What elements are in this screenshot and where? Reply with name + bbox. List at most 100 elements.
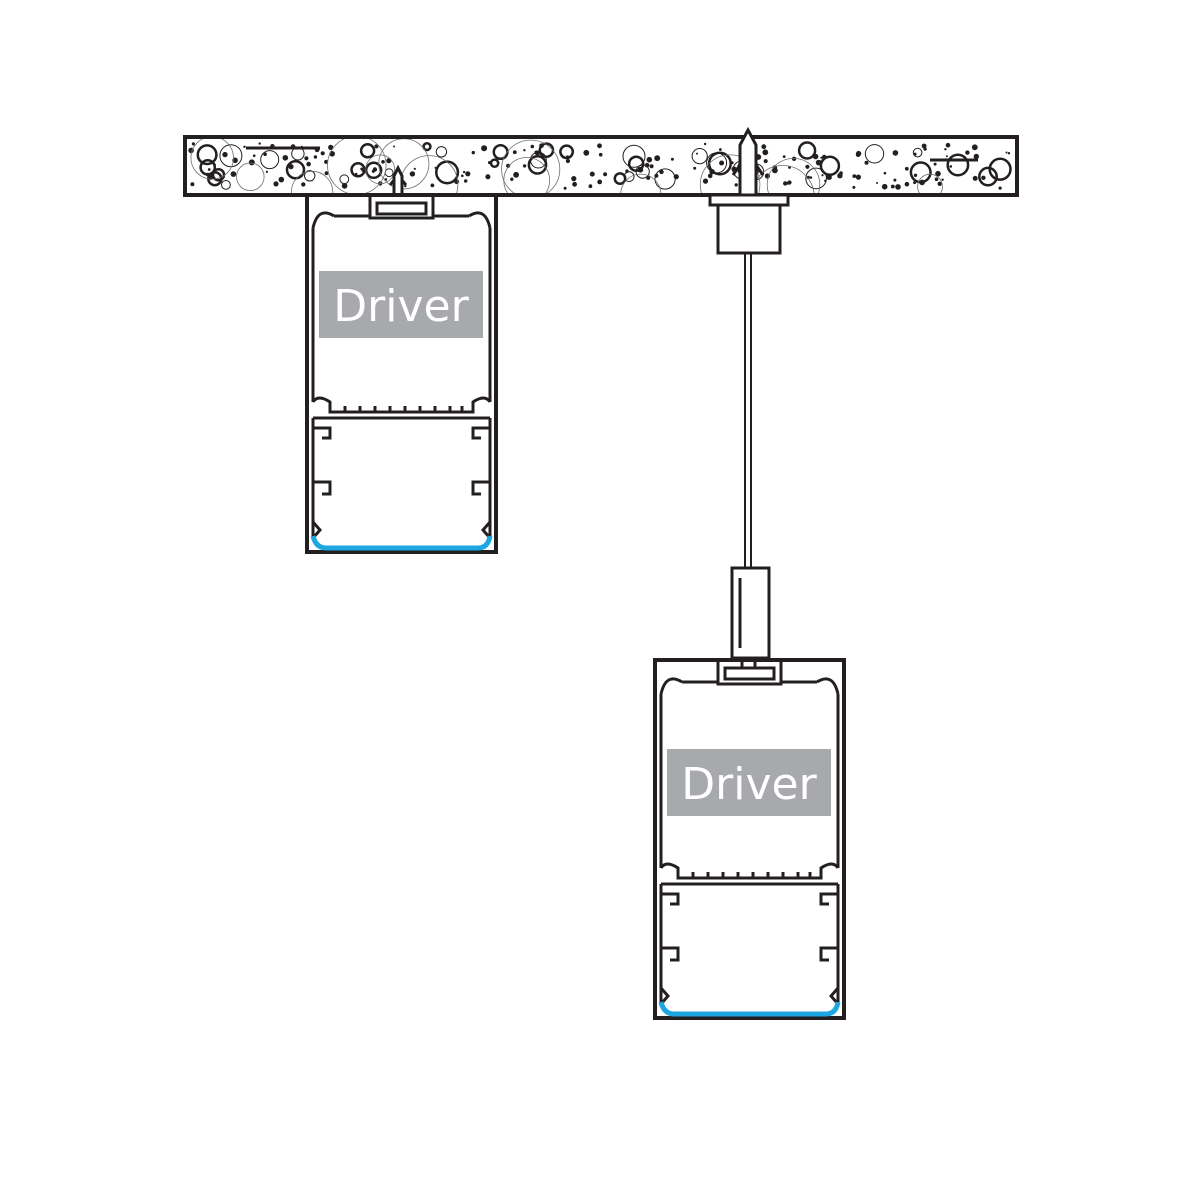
aggregate-dot xyxy=(945,142,951,148)
aggregate-dot xyxy=(762,149,769,156)
aggregate-dot xyxy=(530,144,535,149)
aggregate-dot xyxy=(481,145,488,152)
aggregate-dot xyxy=(998,186,1002,190)
aggregate-ring xyxy=(559,144,575,160)
aggregate-dot xyxy=(786,181,790,185)
aggregate-dot xyxy=(782,155,786,159)
aggregate-ring xyxy=(422,141,432,152)
aggregate-dot xyxy=(485,174,491,180)
aggregate-dot xyxy=(282,155,289,161)
aggregate-dot xyxy=(981,175,986,180)
aggregate-dot xyxy=(852,185,856,189)
aggregate-dot xyxy=(921,143,927,149)
aggregate-ring xyxy=(489,158,500,169)
aggregate-dot xyxy=(945,155,948,158)
aggregate-dot xyxy=(513,171,519,178)
aggregate-dot xyxy=(941,178,944,181)
aggregate-dot xyxy=(935,170,941,177)
aggregate-dot xyxy=(937,181,942,186)
aggregate-ring xyxy=(691,148,708,165)
aggregate-dot xyxy=(207,168,211,171)
aggregate-dot xyxy=(805,164,810,169)
aggregate-dot xyxy=(565,158,571,164)
ceiling-canopy xyxy=(708,193,790,255)
aggregate-dot xyxy=(702,178,709,184)
aggregate-ring xyxy=(219,144,243,168)
aggregate-ring xyxy=(909,161,932,184)
aggregate-dot xyxy=(471,150,475,155)
aggregate-dot xyxy=(248,159,255,166)
aggregate-dot xyxy=(893,178,897,182)
aggregate-dot xyxy=(933,162,937,166)
ceiling-anchor xyxy=(388,164,408,195)
aggregate-dot xyxy=(972,175,978,181)
aggregate-ring xyxy=(339,174,350,185)
aggregate-dot xyxy=(809,176,813,179)
aggregate-dot xyxy=(892,150,899,156)
aggregate-ring xyxy=(912,147,923,158)
aggregate-ring xyxy=(304,170,316,182)
aggregate-dot xyxy=(949,165,953,168)
driver-box: Driver xyxy=(319,271,483,338)
aggregate-dot xyxy=(191,142,195,146)
aggregate-ring xyxy=(221,180,231,190)
aggregate-dot xyxy=(324,171,329,176)
aggregate-dot xyxy=(341,183,348,189)
aggregate-dot xyxy=(409,171,416,177)
aggregate-bubble xyxy=(236,162,265,192)
aggregate-dot xyxy=(696,152,698,155)
aggregate-dot xyxy=(461,174,464,178)
aggregate-dot xyxy=(430,183,435,188)
aggregate-dot xyxy=(386,158,392,164)
aggregate-dot xyxy=(313,155,318,159)
aggregate-dot xyxy=(465,171,471,177)
aggregate-dot xyxy=(230,171,237,177)
aggregate-ring xyxy=(797,141,817,160)
aggregate-dot xyxy=(589,171,595,177)
aggregate-ring xyxy=(946,153,970,177)
aggregate-dot xyxy=(883,171,887,175)
aggregate-dot xyxy=(763,159,768,164)
aggregate-dot xyxy=(864,160,869,165)
aggregate-dot xyxy=(278,176,285,183)
aggregate-dot xyxy=(654,155,661,162)
aggregate-dot xyxy=(588,184,593,189)
aggregate-dot xyxy=(306,161,311,167)
aggregate-ring xyxy=(864,144,885,164)
aggregate-dot xyxy=(788,166,791,169)
aggregate-ring xyxy=(613,172,627,186)
aggregate-dot xyxy=(761,144,767,150)
aggregate-dot xyxy=(265,170,268,173)
aggregate-ring xyxy=(622,144,646,168)
aggregate-dot xyxy=(523,149,526,152)
aggregate-dot xyxy=(772,167,778,174)
aggregate-ring xyxy=(211,167,226,182)
aggregate-dot xyxy=(252,154,256,157)
aggregate-ring xyxy=(988,157,1012,181)
aggregate-bubble xyxy=(501,139,561,193)
aggregate-ring xyxy=(654,168,676,190)
ceiling-anchor xyxy=(731,126,765,195)
aggregate-dot xyxy=(764,173,771,179)
aggregate-bubble xyxy=(327,139,387,193)
wire-gripper xyxy=(730,566,771,670)
aggregate-dot xyxy=(571,176,577,182)
aggregate-dot xyxy=(649,164,654,169)
aggregate-dot xyxy=(646,156,653,163)
aggregate-dot xyxy=(462,170,466,174)
aggregate-dot xyxy=(855,150,862,157)
aggregate-dot xyxy=(934,177,939,181)
aggregate-dot xyxy=(243,145,246,148)
concrete-texture xyxy=(188,139,1012,193)
aggregate-ring xyxy=(350,162,366,178)
aggregate-dot xyxy=(324,159,329,164)
aggregate-bubble xyxy=(378,139,430,190)
aggregate-bubble xyxy=(917,173,943,193)
aggregate-dot xyxy=(821,174,824,177)
aggregate-ring xyxy=(285,160,306,180)
aggregate-dot xyxy=(659,169,664,175)
aggregate-dot xyxy=(719,148,722,151)
ceiling-slab xyxy=(183,135,1019,197)
aggregate-dot xyxy=(971,144,978,151)
aggregate-dot xyxy=(320,151,325,156)
